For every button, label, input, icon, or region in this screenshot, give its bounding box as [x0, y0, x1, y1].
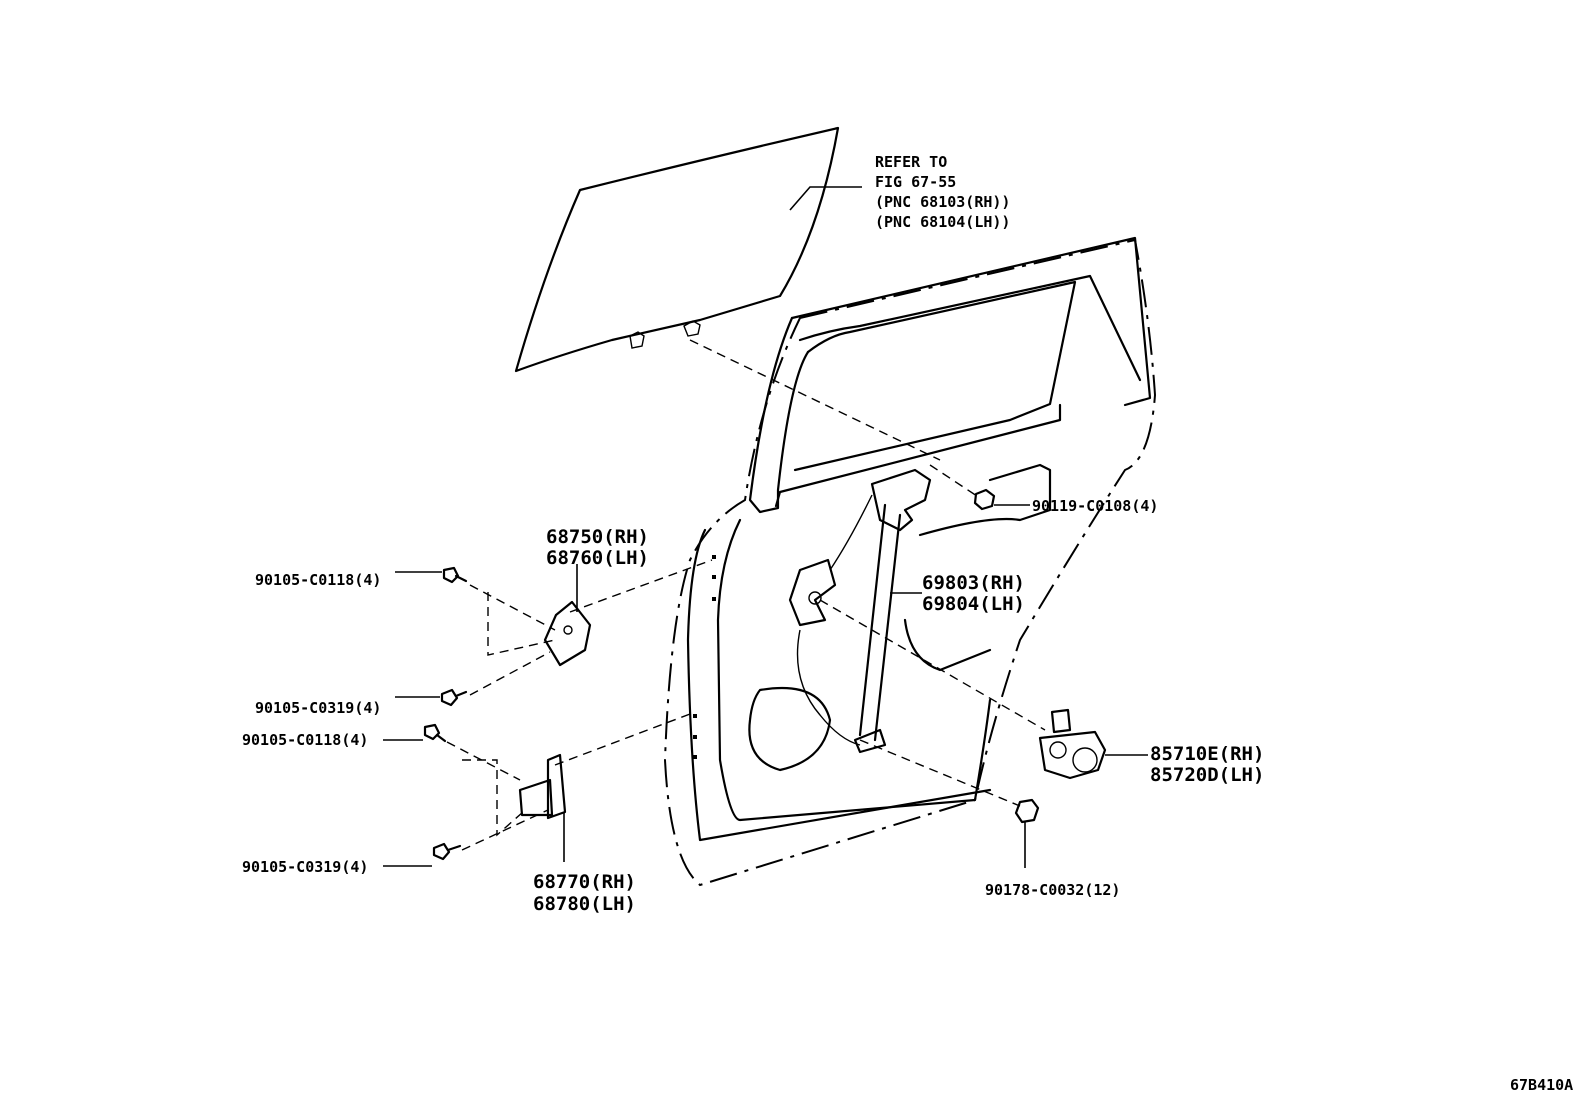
callout-bolt-upper: 90119-C0108(4): [1032, 497, 1158, 515]
callout-upper-hinge-bolt-a: 90105-C0118(4): [255, 571, 381, 589]
callout-lower-hinge-bolt-a: 90105-C0118(4): [242, 731, 368, 749]
window-motor: [1038, 708, 1107, 780]
door-glass: [514, 126, 840, 373]
nut-90178-c0032: [1014, 798, 1040, 824]
callout-lower-hinge-bolt-b: 90105-C0319(4): [242, 858, 368, 876]
callout-upper-hinge-bolt-b: 90105-C0319(4): [255, 699, 381, 717]
reference-note-line-1: REFER TO: [875, 153, 947, 171]
figure-code: 67B410A: [1510, 1076, 1573, 1094]
callout-motor-rh: 85710E(RH): [1150, 743, 1264, 765]
callout-upper-hinge-lh: 68760(LH): [546, 547, 649, 569]
callout-lower-hinge-lh: 68780(LH): [533, 893, 636, 915]
callout-upper-hinge-rh: 68750(RH): [546, 526, 649, 548]
bolt-90105-c0118-lower: [423, 723, 447, 743]
bolt-90105-c0319-lower: [432, 842, 462, 861]
bolt-90105-c0118-upper: [442, 566, 468, 584]
door-panel: [663, 236, 1157, 887]
assembly-lines: [446, 339, 1046, 851]
window-regulator: [788, 468, 932, 754]
reference-note-line-4: (PNC 68104(LH)): [875, 213, 1010, 231]
callout-lower-hinge-rh: 68770(RH): [533, 871, 636, 893]
hinge-holes: [693, 555, 716, 759]
callout-nut: 90178-C0032(12): [985, 881, 1120, 899]
reference-note: REFER TO FIG 67-55 (PNC 68103(RH)) (PNC …: [875, 153, 1010, 231]
upper-hinge: [543, 600, 592, 667]
reference-note-line-3: (PNC 68103(RH)): [875, 193, 1010, 211]
callout-regulator-lh: 69804(LH): [922, 593, 1025, 615]
bolt-90119-c0108: [973, 488, 996, 511]
callout-motor-lh: 85720D(LH): [1150, 764, 1264, 786]
lower-hinge: [518, 753, 567, 820]
callout-regulator-rh: 69803(RH): [922, 572, 1025, 594]
bolt-90105-c0319-upper: [440, 688, 468, 707]
leader-lines: [383, 186, 1148, 868]
reference-note-line-2: FIG 67-55: [875, 173, 956, 191]
